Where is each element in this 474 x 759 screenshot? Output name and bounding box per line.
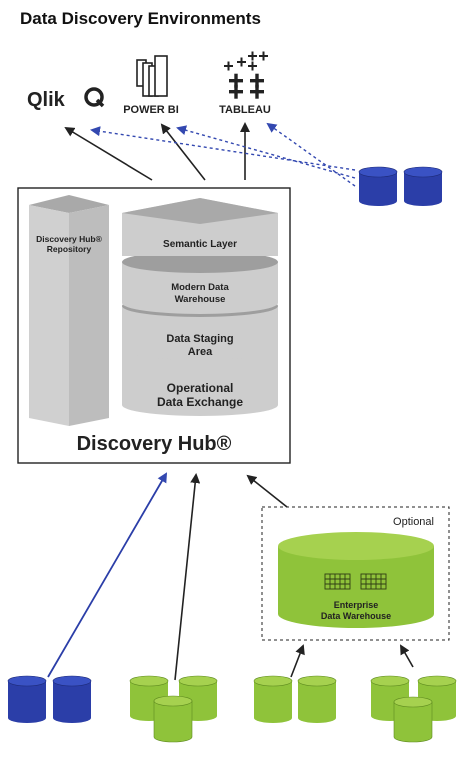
green-database-cluster-1 (129, 675, 218, 743)
powerbi-chart-icon (136, 55, 168, 97)
layer-semantic-label: Semantic Layer (163, 239, 237, 250)
edw-label-line1: Enterprise (334, 600, 379, 610)
optional-to-hub-arrow (246, 474, 288, 508)
discovery-hub-title: Discovery Hub® (77, 433, 232, 455)
qlik-logo: Qlik (27, 87, 105, 111)
layer-ode-line2: Data Exchange (157, 395, 243, 409)
optional-label: Optional (393, 516, 434, 528)
blue-database-top-right (358, 166, 443, 206)
tableau-logo: TABLEAU (219, 51, 271, 116)
layer-mdw-line2: Warehouse (175, 294, 226, 305)
edw-table-icon (324, 573, 387, 590)
qlik-label: Qlik (27, 89, 66, 111)
source-to-edw-arrow-left (290, 644, 305, 678)
direct-to-tableau-dashed-arrow (266, 122, 356, 187)
repository-prism: Discovery Hub® Repository (29, 195, 109, 426)
source-to-edw-arrow-right (400, 644, 414, 668)
tableau-plus-icon (224, 51, 268, 99)
direct-to-qlik-dashed-arrow (90, 126, 356, 171)
edw-cylinder: Enterprise Data Warehouse (278, 532, 434, 628)
green-database-pair (253, 675, 337, 723)
repository-label-line2: Repository (47, 244, 92, 254)
page-title: Data Discovery Environments (20, 9, 261, 28)
green-source-to-hub-arrow (174, 473, 201, 681)
hub-to-qlik-arrow (64, 126, 153, 181)
direct-to-powerbi-dashed-arrow (176, 125, 356, 179)
hub-to-powerbi-arrow (160, 123, 206, 181)
layer-staging-line2: Area (188, 346, 213, 358)
edw-label-line2: Data Warehouse (321, 611, 391, 621)
layer-mdw: Modern Data Warehouse (122, 251, 278, 314)
green-database-cluster-2 (370, 675, 457, 743)
powerbi-logo: POWER BI (123, 55, 179, 116)
qlik-q-icon (84, 87, 104, 107)
blue-source-to-hub-arrow (47, 472, 168, 678)
tableau-label: TABLEAU (219, 104, 271, 116)
powerbi-label: POWER BI (123, 104, 179, 116)
layer-staging-line1: Data Staging (166, 333, 233, 345)
layer-ode-line1: Operational (167, 381, 234, 395)
repository-label-line1: Discovery Hub® (36, 234, 103, 244)
blue-database-bottom-left (7, 675, 92, 723)
layer-semantic: Semantic Layer (122, 198, 278, 256)
layer-mdw-line1: Modern Data (171, 282, 229, 293)
